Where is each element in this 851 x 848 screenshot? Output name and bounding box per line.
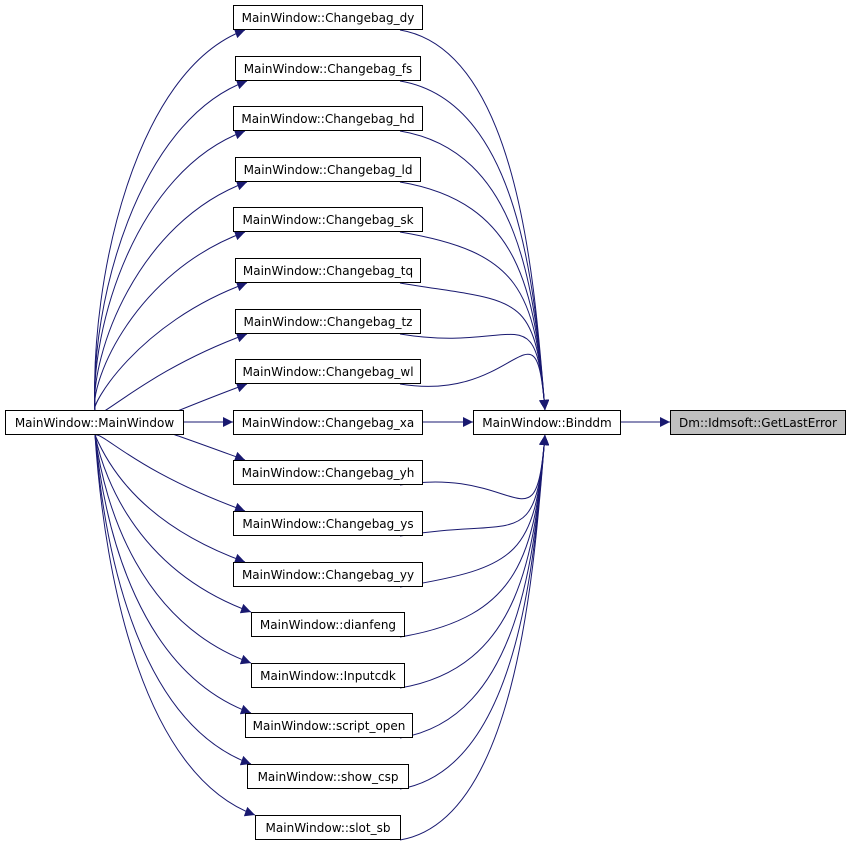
node-get-last-error[interactable]: Dm::Idmsoft::GetLastError — [670, 410, 846, 435]
edge-mainwindow-to-script-open — [94, 434, 252, 715]
edge-mainwindow-to-changebag-tq — [94, 281, 248, 411]
edge-slot-sb-to-binddm — [399, 434, 550, 841]
edge-mainwindow-to-changebag-ys — [94, 434, 246, 513]
node-dianfeng[interactable]: MainWindow::dianfeng — [251, 612, 405, 637]
node-changebag-tz[interactable]: MainWindow::Changebag_tz — [235, 309, 421, 334]
node-changebag-yy[interactable]: MainWindow::Changebag_yy — [233, 562, 423, 587]
edge-mainwindow-to-show-csp — [94, 434, 252, 766]
edge-changebag-tq-to-binddm — [399, 282, 550, 411]
edge-mainwindow-to-changebag-yy — [94, 434, 246, 564]
node-script-open[interactable]: MainWindow::script_open — [245, 713, 413, 738]
node-changebag-fs[interactable]: MainWindow::Changebag_fs — [235, 56, 421, 81]
edge-changebag-wl-to-binddm — [399, 353, 550, 411]
node-slot-sb[interactable]: MainWindow::slot_sb — [255, 815, 401, 840]
edge-changebag-tz-to-binddm — [399, 333, 550, 411]
edge-mainwindow-to-changebag-hd — [94, 129, 246, 411]
node-changebag-wl[interactable]: MainWindow::Changebag_wl — [235, 359, 421, 384]
edge-mainwindow-to-changebag-sk — [94, 230, 246, 411]
edge-mainwindow-to-changebag-fs — [94, 79, 248, 411]
node-inputcdk[interactable]: MainWindow::Inputcdk — [251, 663, 405, 688]
node-changebag-tq[interactable]: MainWindow::Changebag_tq — [235, 258, 421, 283]
node-binddm[interactable]: MainWindow::Binddm — [473, 410, 621, 435]
edge-mainwindow-to-changebag-dy — [94, 28, 246, 411]
node-changebag-dy[interactable]: MainWindow::Changebag_dy — [233, 5, 423, 30]
edge-mainwindow-to-inputcdk — [94, 434, 252, 665]
edge-changebag-sk-to-binddm — [399, 231, 550, 411]
edge-show-csp-to-binddm — [399, 434, 550, 790]
node-changebag-xa[interactable]: MainWindow::Changebag_xa — [233, 410, 423, 435]
edge-mainwindow-to-dianfeng — [94, 434, 252, 614]
edge-mainwindow-to-changebag-ld — [94, 180, 248, 411]
node-changebag-ys[interactable]: MainWindow::Changebag_ys — [233, 511, 423, 536]
node-show-csp[interactable]: MainWindow::show_csp — [247, 764, 409, 789]
edge-changebag-hd-to-binddm — [399, 130, 550, 411]
edge-mainwindow-to-slot-sb — [94, 434, 256, 817]
node-main-window[interactable]: MainWindow::MainWindow — [5, 410, 184, 435]
node-changebag-sk[interactable]: MainWindow::Changebag_sk — [233, 207, 423, 232]
node-changebag-yh[interactable]: MainWindow::Changebag_yh — [233, 460, 423, 485]
edge-mainwindow-to-changebag-tz — [94, 332, 248, 416]
node-changebag-hd[interactable]: MainWindow::Changebag_hd — [233, 106, 423, 131]
node-changebag-ld[interactable]: MainWindow::Changebag_ld — [235, 157, 421, 182]
